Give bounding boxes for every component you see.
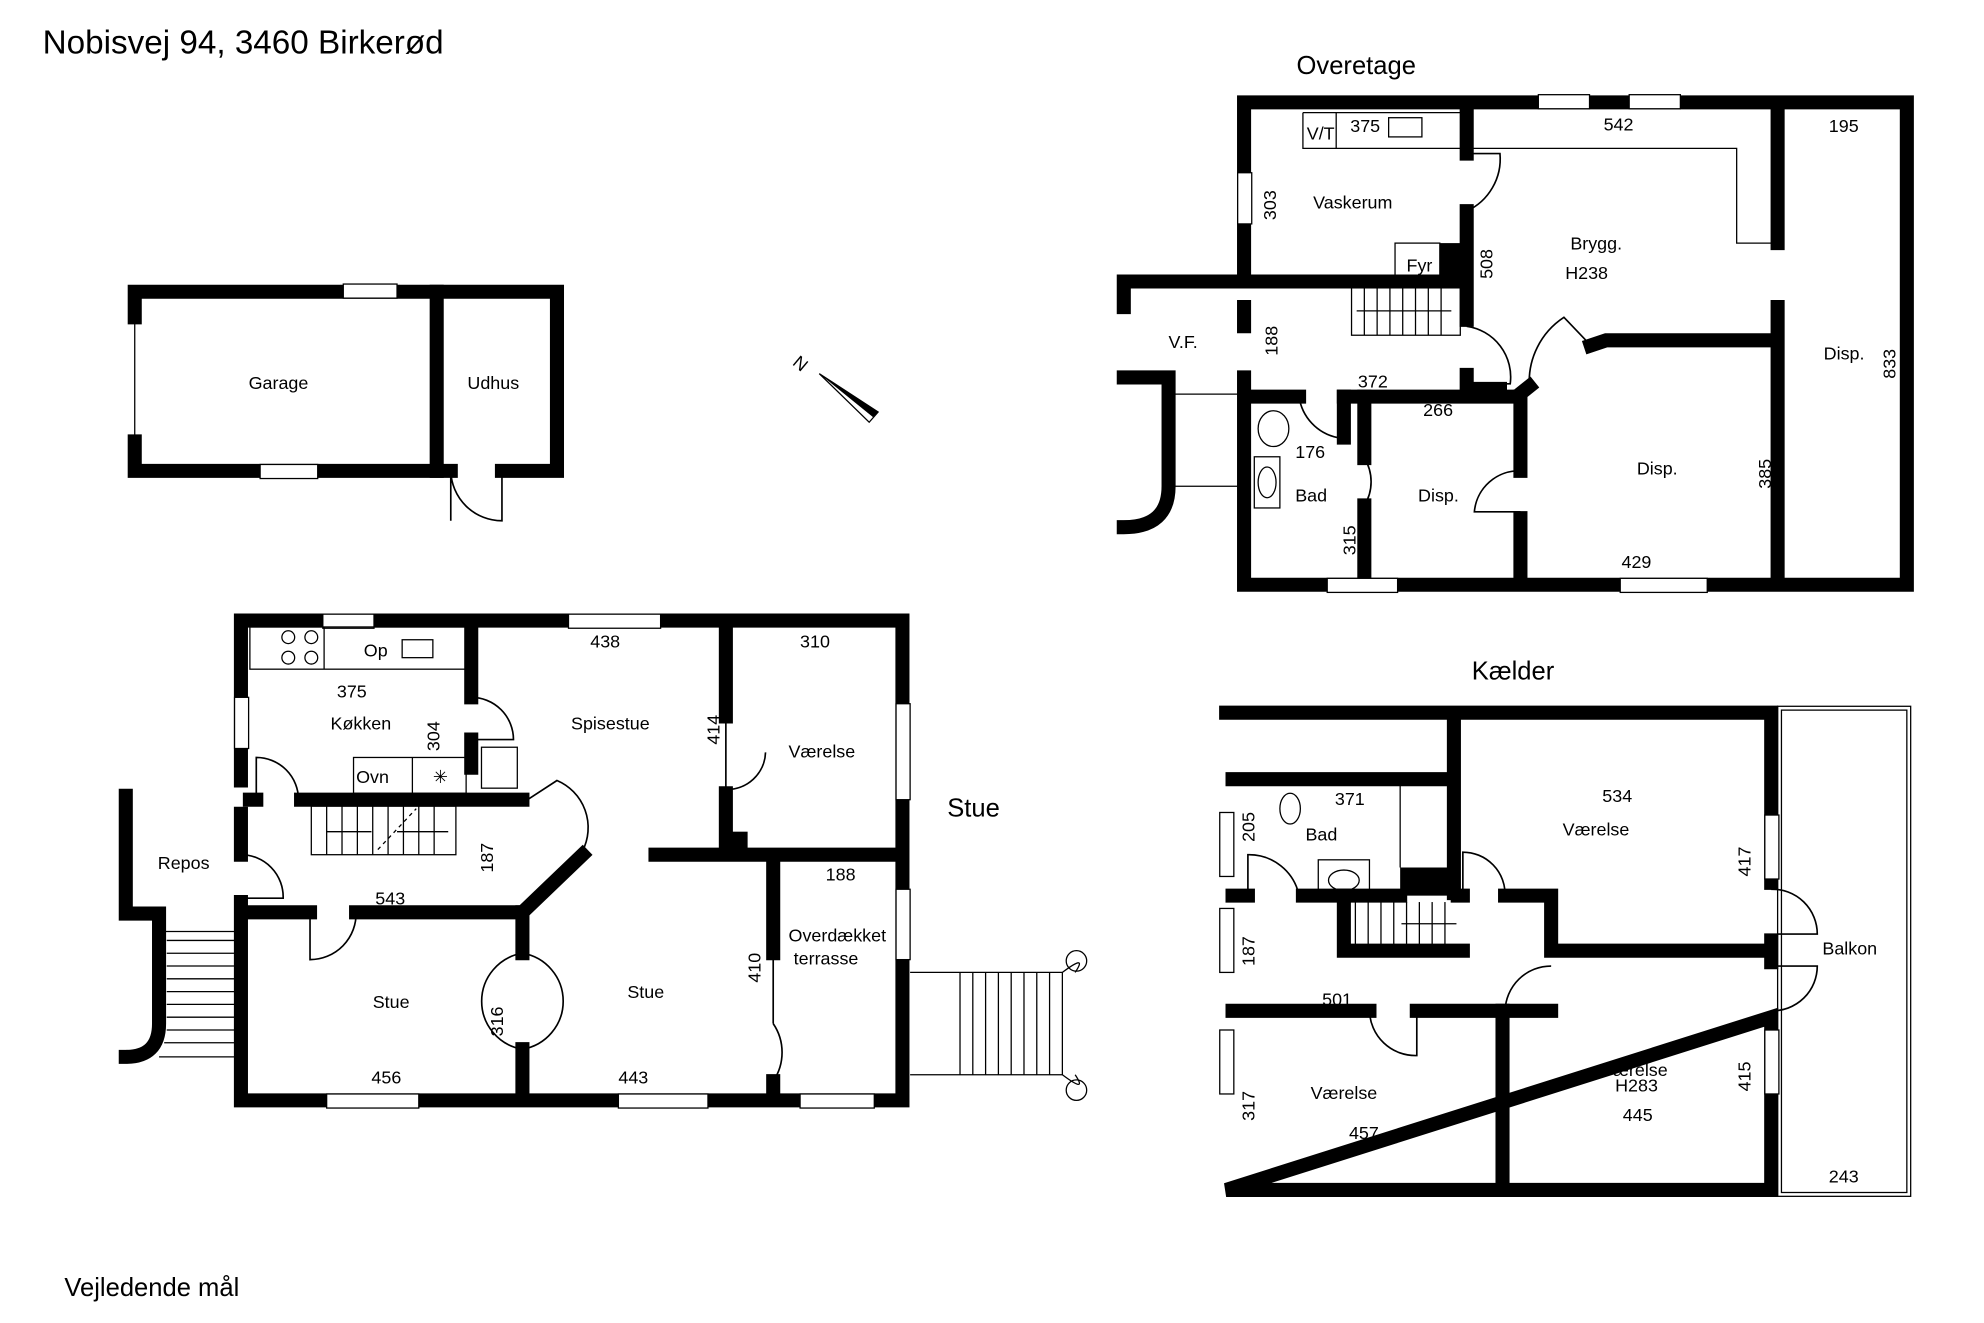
fan-icon: ✳ <box>433 767 448 787</box>
room-vaerelse: Værelse <box>789 741 856 761</box>
dim: 410 <box>744 953 764 983</box>
dim: 316 <box>487 1006 507 1036</box>
dim: 438 <box>590 631 620 651</box>
appliance-icon <box>480 746 518 789</box>
room-repos: Repos <box>158 853 210 873</box>
room-brygg-height: H238 <box>1565 263 1608 283</box>
floor-label-stue: Stue <box>947 794 1000 822</box>
room-terrasse-line1: Overdækket <box>789 926 887 946</box>
staircase <box>1354 902 1457 945</box>
page-title: Nobisvej 94, 3460 Birkerød <box>43 25 444 62</box>
staircase <box>310 805 457 856</box>
dim: 205 <box>1238 812 1258 842</box>
room-balkon: Balkon <box>1822 939 1877 959</box>
room-brygg: Brygg. <box>1570 234 1622 254</box>
dim: 414 <box>703 715 723 745</box>
dim: 187 <box>1238 936 1258 966</box>
dim: 375 <box>337 681 367 701</box>
room-bad: Bad <box>1305 825 1337 845</box>
staircase <box>1350 287 1461 336</box>
dim: 534 <box>1602 786 1632 806</box>
dim: 501 <box>1322 990 1352 1010</box>
dim: 833 <box>1879 349 1899 379</box>
dim: 429 <box>1622 552 1652 572</box>
dim: 543 <box>375 889 405 909</box>
room-vaerelse-top: Værelse <box>1563 820 1630 840</box>
floor-overetage: Overetage V/T Vaskerum Fyr Brygg. H238 V… <box>1116 52 1914 594</box>
dim: 372 <box>1358 372 1388 392</box>
floor-stue: ✳ Stue Køkken Op Ovn Spisestue Værelse R… <box>118 613 1088 1109</box>
dim: 417 <box>1735 847 1755 877</box>
dim: 187 <box>477 843 497 873</box>
room-vaskerum: Vaskerum <box>1313 193 1392 213</box>
dim: 385 <box>1755 459 1775 489</box>
room-disp-small: Disp. <box>1418 486 1459 506</box>
outdoor-stairs <box>910 950 1088 1102</box>
dim: 415 <box>1735 1061 1755 1091</box>
room-garage: Garage <box>249 373 309 393</box>
room-udhus: Udhus <box>467 373 519 393</box>
dim: 310 <box>800 631 830 651</box>
sink-icon <box>1327 869 1360 892</box>
room-disp-right: Disp. <box>1824 344 1865 364</box>
dim: 317 <box>1238 1091 1258 1121</box>
dim: 315 <box>1339 525 1359 555</box>
room-stue-center: Stue <box>627 982 664 1002</box>
dim: 188 <box>826 864 856 884</box>
dim: 375 <box>1350 116 1380 136</box>
bathtub-icon <box>1253 456 1281 509</box>
dim: 508 <box>1476 249 1496 279</box>
room-spisestue: Spisestue <box>571 713 650 733</box>
label-vt: V/T <box>1307 123 1335 143</box>
dim: 243 <box>1829 1166 1859 1186</box>
label-op: Op <box>364 640 388 660</box>
floor-label-overetage: Overetage <box>1297 52 1416 80</box>
disclaimer: Vejledende mål <box>64 1274 239 1302</box>
toilet-icon <box>1257 410 1290 448</box>
room-terrasse-line2: terrasse <box>794 949 859 969</box>
dim: 195 <box>1829 116 1859 136</box>
dim: 188 <box>1261 326 1281 356</box>
room-vaerelse-right-height: H283 <box>1615 1075 1658 1095</box>
dim: 266 <box>1423 400 1453 420</box>
sink-icon <box>401 639 434 659</box>
dim: 303 <box>1260 190 1280 220</box>
floor-kaelder: Kælder Bad Værelse Balkon Værelse Værels… <box>1219 657 1912 1197</box>
sink-icon <box>1388 117 1423 138</box>
room-stue-left: Stue <box>373 992 410 1012</box>
dim: 443 <box>618 1068 648 1088</box>
room-disp-mid: Disp. <box>1637 459 1678 479</box>
north-arrow-icon: N <box>789 352 880 424</box>
dim: 176 <box>1295 442 1325 462</box>
dim: 304 <box>423 721 443 751</box>
dim: 542 <box>1604 115 1634 135</box>
room-bad: Bad <box>1295 486 1327 506</box>
dim: 371 <box>1335 789 1365 809</box>
room-vf: V.F. <box>1169 332 1198 352</box>
label-ovn: Ovn <box>356 767 389 787</box>
outbuilding: Garage Udhus <box>127 283 565 522</box>
label-fyr: Fyr <box>1407 255 1433 275</box>
floor-label-kaelder: Kælder <box>1472 657 1555 685</box>
room-koekken: Køkken <box>331 713 392 733</box>
room-vaerelse-right: Værelse <box>1601 1060 1668 1080</box>
compass-label: N <box>789 352 812 376</box>
dim: 456 <box>371 1068 401 1088</box>
dim: 445 <box>1623 1105 1653 1125</box>
room-vaerelse-left: Værelse <box>1311 1083 1378 1103</box>
toilet-icon <box>1279 792 1301 825</box>
dim: 457 <box>1349 1123 1379 1143</box>
stove-icon <box>281 630 319 665</box>
